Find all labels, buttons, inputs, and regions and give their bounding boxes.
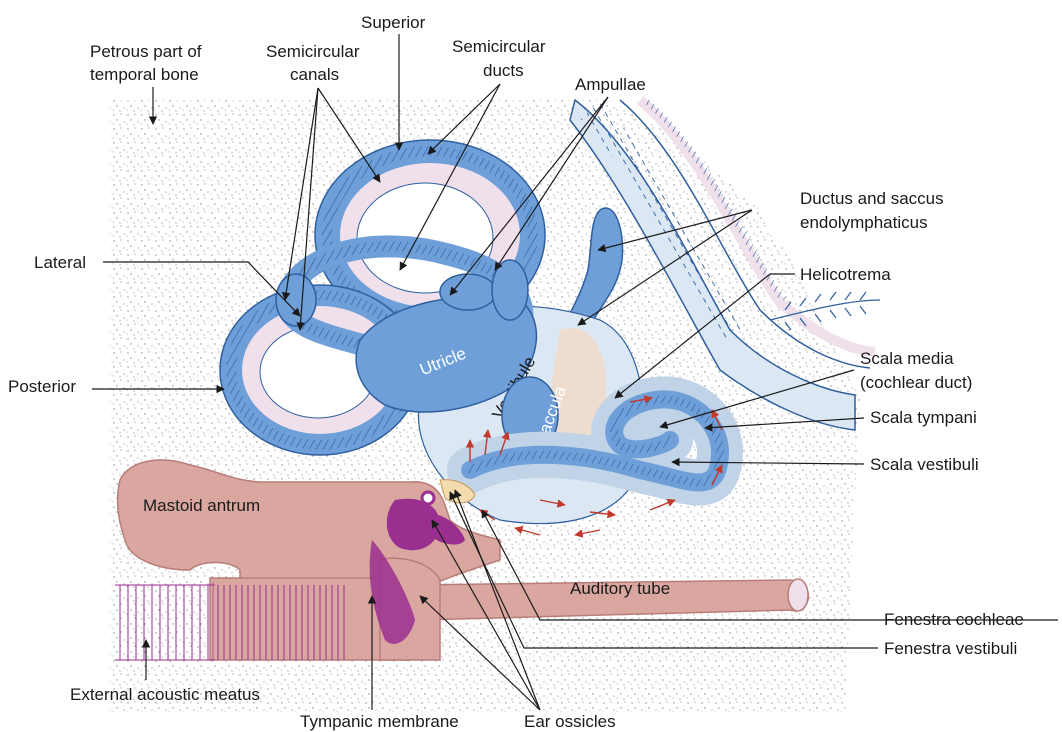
semicircular-canals-line2: canals <box>290 65 339 84</box>
scala-vestibuli-label: Scala vestibuli <box>870 455 979 474</box>
fenestra-vestibuli-label: Fenestra vestibuli <box>884 639 1017 658</box>
posterior-label: Posterior <box>8 377 76 396</box>
scala-media-line1: Scala media <box>860 349 954 368</box>
scala-media-line2: (cochlear duct) <box>860 373 972 392</box>
scala-tympani-label: Scala tympani <box>870 408 977 427</box>
ampullae-label: Ampullae <box>575 75 646 94</box>
petrous-label-line1: Petrous part of <box>90 42 202 61</box>
semicircular-ducts-line1: Semicircular <box>452 37 546 56</box>
ductus-saccus-line1: Ductus and saccus <box>800 189 944 208</box>
tympanic-membrane-label: Tympanic membrane <box>300 712 459 731</box>
auditory-tube-label: Auditory tube <box>570 579 670 598</box>
ear-ossicles-label: Ear ossicles <box>524 712 616 731</box>
superior-label: Superior <box>361 13 426 32</box>
external-acoustic-meatus-label: External acoustic meatus <box>70 685 260 704</box>
ductus-saccus-line2: endolymphaticus <box>800 213 928 232</box>
lateral-label: Lateral <box>34 253 86 272</box>
semicircular-canals-line1: Semicircular <box>266 42 360 61</box>
petrous-label-line2: temporal bone <box>90 65 199 84</box>
semicircular-ducts-line2: ducts <box>483 61 524 80</box>
mastoid-antrum-label: Mastoid antrum <box>143 496 260 515</box>
helicotrema-label: Helicotrema <box>800 265 891 284</box>
